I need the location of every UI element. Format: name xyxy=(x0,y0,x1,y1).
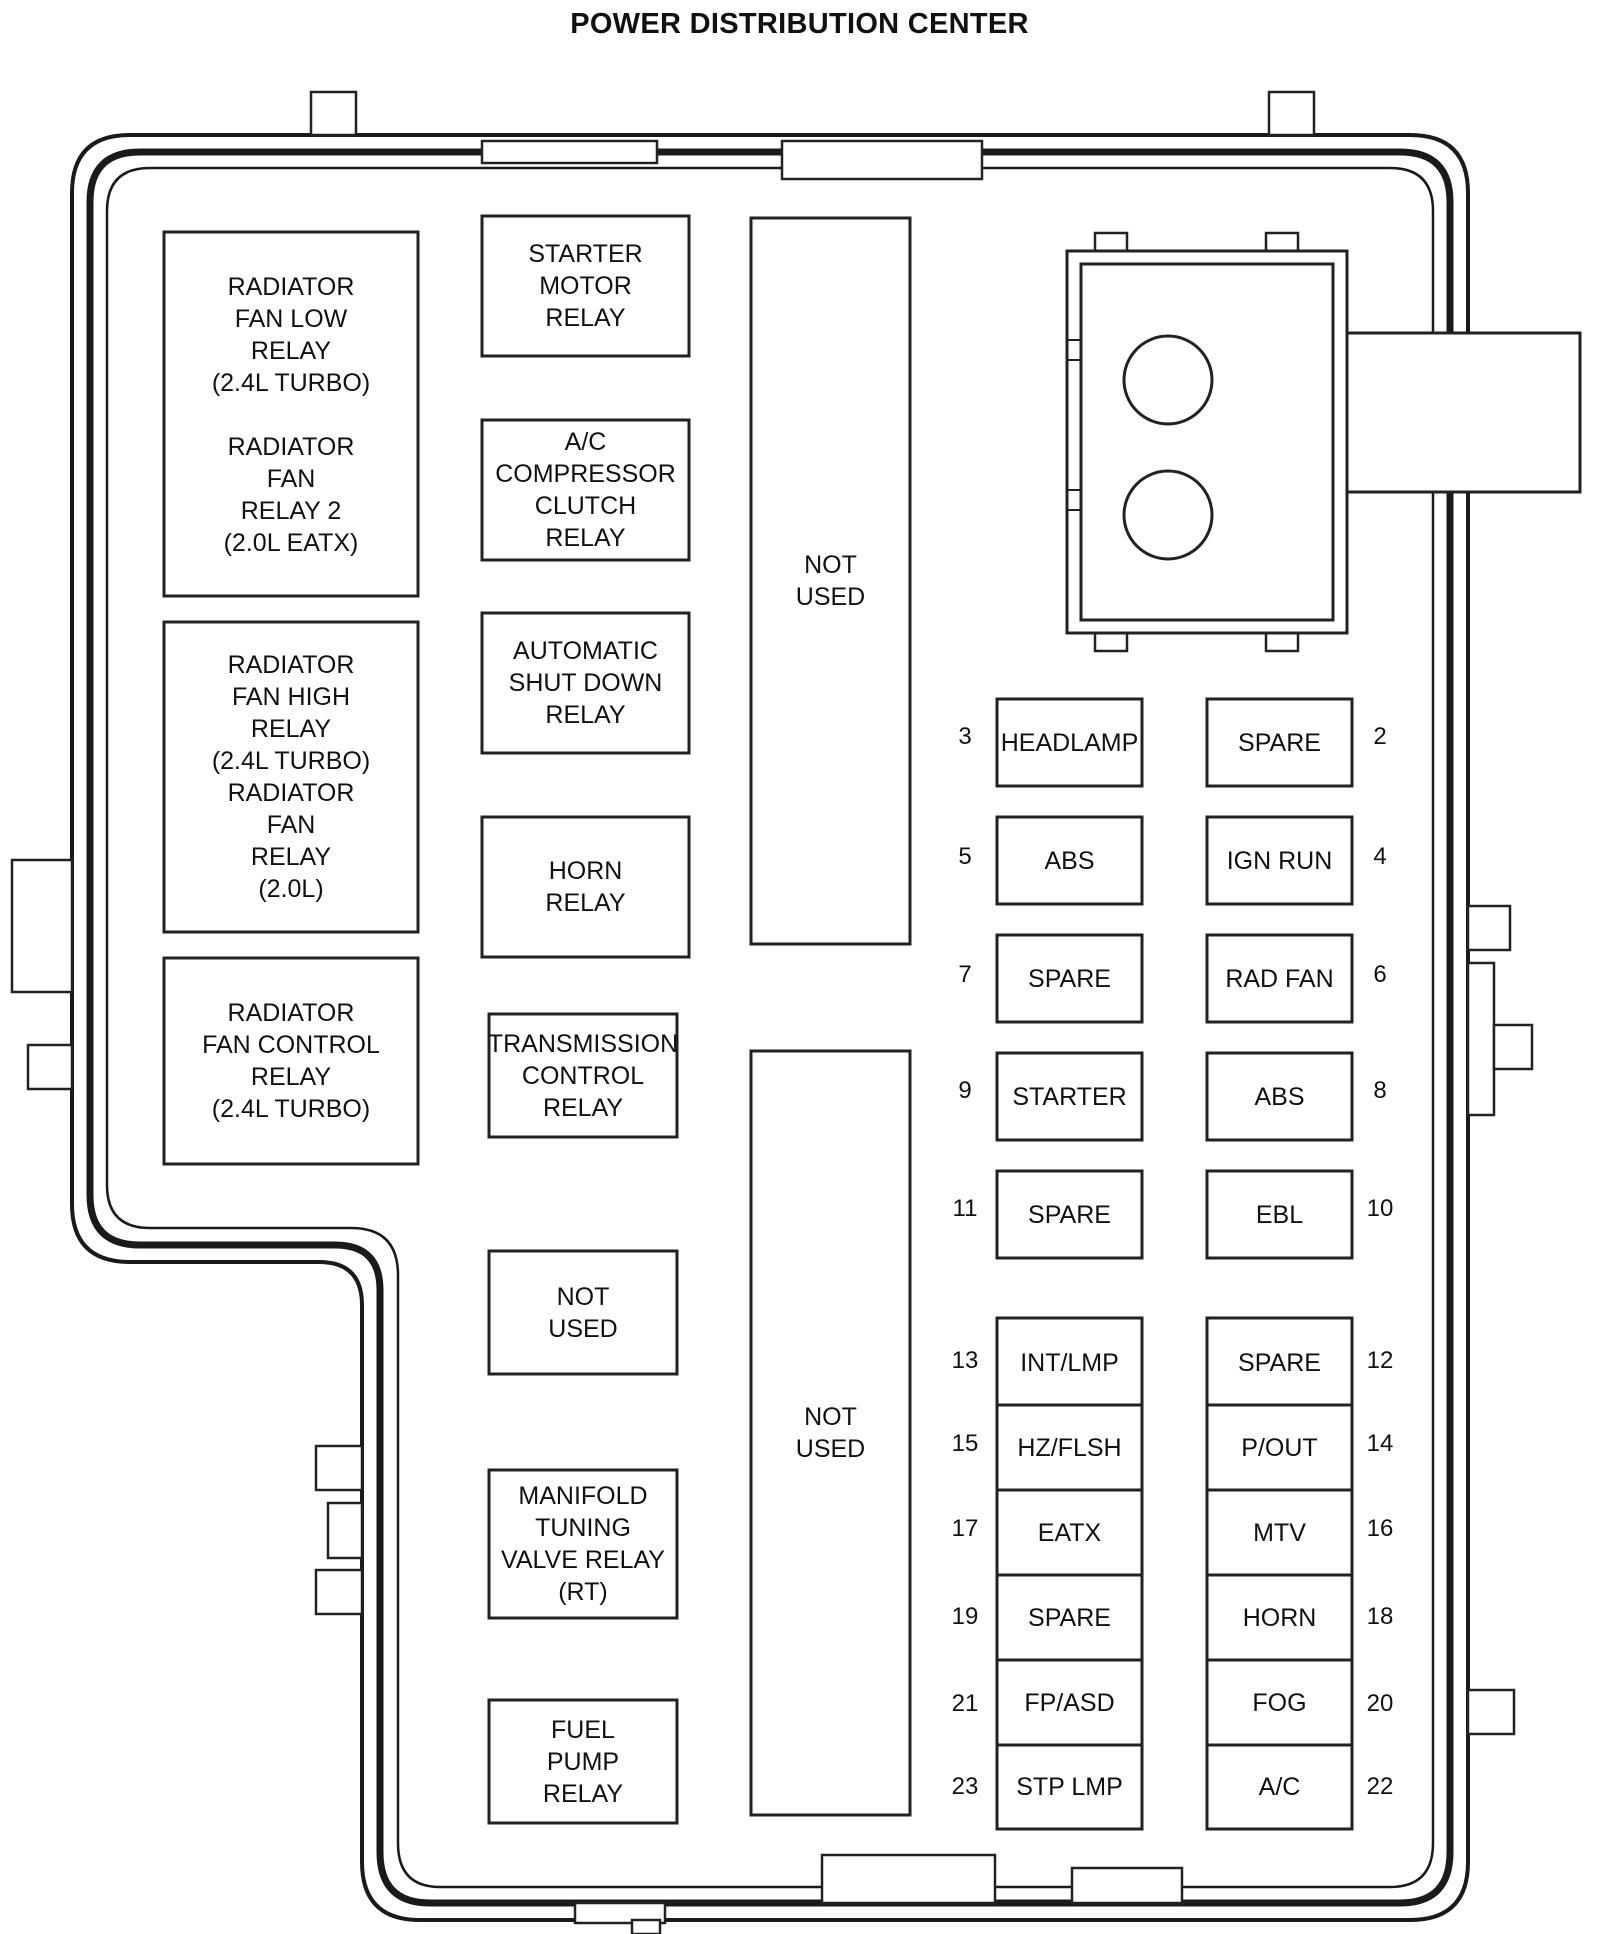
relay-label-starter-motor: STARTER MOTOR RELAY xyxy=(528,240,643,332)
relay-box-3 xyxy=(162,956,420,1166)
relay-label-automatic-shut-down: AUTOMATIC SHUT DOWN RELAY xyxy=(508,637,663,729)
transmission-control-relay xyxy=(487,1012,679,1139)
fuse-number: 2 xyxy=(1373,723,1387,750)
bottom-tab xyxy=(630,1918,662,1934)
fuse-label: ABS xyxy=(1254,1082,1305,1111)
bottom-latch-left xyxy=(573,1901,667,1925)
right-side-latch xyxy=(1466,961,1496,1117)
fuse-number: 7 xyxy=(958,961,972,988)
fuse-number: 6 xyxy=(1373,961,1387,988)
inner-corner-tab-3 xyxy=(314,1568,364,1616)
not-used-relay xyxy=(487,1249,679,1376)
bottom-latch-center xyxy=(820,1853,997,1905)
fuse-label: SPARE xyxy=(1028,1200,1111,1229)
fuse-label: HORN xyxy=(1242,1603,1317,1632)
fuse-label: FP/ASD xyxy=(1024,1688,1115,1717)
fuse-label: INT/LMP xyxy=(1020,1348,1119,1377)
housing-gasket-outline xyxy=(86,148,1454,1907)
fuse-label: A/C xyxy=(1258,1773,1301,1801)
relay-label-radiator-fan-high: RADIATOR FAN HIGH RELAY (2.4L TURBO) RAD… xyxy=(211,651,371,903)
top-left-tab xyxy=(309,90,358,137)
bottom-latch-right xyxy=(1070,1866,1184,1905)
fuse-label: SPARE xyxy=(1238,1348,1321,1377)
fuse-number: 3 xyxy=(958,723,972,750)
relay-label-radiator-fan-low: RADIATOR FAN LOW RELAY (2.4L TURBO) RADI… xyxy=(211,273,371,557)
relay-label-transmission-control: TRANSMISSION CONTROL RELAY xyxy=(487,1029,679,1122)
fuse-label: SPARE xyxy=(1028,1603,1111,1632)
fuse-label: SPARE xyxy=(1238,728,1321,757)
relay-label-ac-compressor: A/C COMPRESSOR CLUTCH RELAY xyxy=(495,428,676,552)
left-side-latch xyxy=(10,858,74,994)
fuse-number: 23 xyxy=(951,1773,979,1800)
fuse-number: 15 xyxy=(951,1430,979,1457)
fuse-number: 13 xyxy=(951,1347,979,1374)
fuse-label: RAD FAN xyxy=(1225,964,1334,993)
relay-box-1 xyxy=(162,230,420,598)
top-right-tab xyxy=(1267,90,1316,137)
not-used-bay-lower xyxy=(749,1049,912,1817)
top-latch-left xyxy=(480,139,659,165)
fuse-number: 4 xyxy=(1373,843,1387,870)
fuse-label: FOG xyxy=(1252,1688,1307,1717)
fuse-number: 19 xyxy=(951,1603,979,1630)
right-side-tab-3 xyxy=(1466,1688,1516,1736)
relay-label-not-used: NOT USED xyxy=(548,1282,618,1343)
fuse-label: HEADLAMP xyxy=(1000,728,1139,757)
fuse-number: 10 xyxy=(1366,1195,1394,1222)
relay-label-manifold-tuning: MANIFOLD TUNING VALVE RELAY (RT) xyxy=(501,1482,665,1606)
fuse-number: 20 xyxy=(1366,1690,1394,1717)
fuse-label: IGN RUN xyxy=(1226,846,1333,875)
inner-corner-tab-2 xyxy=(326,1501,364,1560)
fuse-number: 17 xyxy=(951,1515,979,1542)
bay-label-not-used-upper: NOT USED xyxy=(795,551,866,611)
fuse-columns-lower xyxy=(995,1316,1354,1831)
fuse-label: EBL xyxy=(1255,1200,1304,1229)
fuse-label: ABS xyxy=(1044,846,1095,875)
fuse-label: STARTER xyxy=(1012,1082,1127,1111)
relay-label-horn: HORN RELAY xyxy=(545,857,626,917)
fuse-label: MTV xyxy=(1253,1518,1306,1547)
fuse-label: SPARE xyxy=(1028,964,1111,993)
fuse-number: 14 xyxy=(1366,1430,1394,1457)
fuse-label: P/OUT xyxy=(1241,1433,1318,1462)
fuse-number: 11 xyxy=(952,1195,978,1222)
inner-corner-tab-1 xyxy=(314,1444,364,1492)
fuse-number: 22 xyxy=(1366,1773,1394,1800)
ac-compressor-clutch-relay xyxy=(480,418,691,562)
fuse-number: 5 xyxy=(958,843,972,870)
starter-motor-relay xyxy=(480,214,691,358)
fuse-number: 12 xyxy=(1366,1347,1394,1374)
relay-label-fuel-pump: FUEL PUMP RELAY xyxy=(542,1715,624,1808)
page-title: POWER DISTRIBUTION CENTER xyxy=(570,8,1029,40)
connector-block xyxy=(1065,231,1582,653)
fuse-label: STP LMP xyxy=(1016,1773,1123,1801)
fuse-label: HZ/FLSH xyxy=(1017,1433,1122,1462)
top-latch-right xyxy=(780,139,984,181)
relay-label-radiator-fan-control: RADIATOR FAN CONTROL RELAY (2.4L TURBO) xyxy=(202,999,380,1123)
bay-label-not-used-lower: NOT USED xyxy=(795,1403,866,1463)
right-side-tab-2 xyxy=(1492,1023,1534,1071)
fuse-number: 18 xyxy=(1366,1603,1394,1630)
fuse-number: 21 xyxy=(951,1690,979,1717)
fuse-label: EATX xyxy=(1037,1518,1102,1547)
not-used-bay-upper xyxy=(749,216,912,946)
fuse-number: 16 xyxy=(1366,1515,1394,1542)
automatic-shut-down-relay xyxy=(480,611,691,755)
fuel-pump-relay xyxy=(487,1698,679,1825)
horn-relay xyxy=(480,815,691,959)
manifold-tuning-valve-relay xyxy=(487,1468,679,1620)
fuse-number: 9 xyxy=(958,1077,972,1104)
relay-box-2 xyxy=(162,620,420,934)
left-side-tab xyxy=(26,1043,74,1091)
fuse-number: 8 xyxy=(1373,1077,1387,1104)
fuse-boxes-upper xyxy=(995,697,1354,1260)
right-side-tab-1 xyxy=(1466,904,1512,952)
